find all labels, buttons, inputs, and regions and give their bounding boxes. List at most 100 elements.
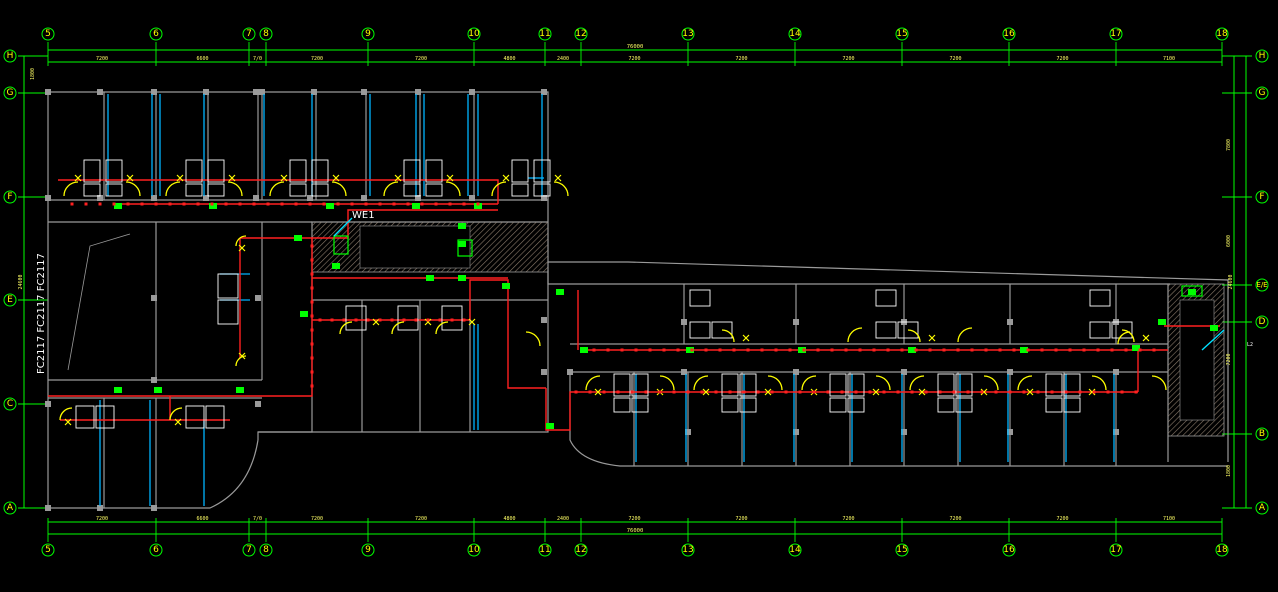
axis-label-bottom: 12 (575, 545, 586, 555)
column (45, 195, 51, 201)
light-fixture (928, 334, 936, 342)
room-unit-box (829, 373, 847, 397)
light-fixture (554, 174, 562, 182)
electrical-device (1210, 325, 1218, 331)
circuit-marker (914, 348, 918, 352)
column (259, 89, 265, 95)
door-swing (445, 181, 461, 197)
light-fixture (1142, 334, 1150, 342)
column (97, 505, 103, 511)
electrical-device (114, 387, 122, 393)
circuit-marker (672, 390, 676, 394)
room-unit-box (185, 405, 205, 429)
axis-label-bottom: 10 (468, 545, 480, 555)
dim-text-right: 7800 (1226, 139, 1232, 151)
dim-text-right: 6000 (1226, 235, 1232, 247)
axis-bubble-top (361, 27, 375, 41)
dim-text-top: 7200 (96, 56, 108, 62)
room-unit-box (689, 321, 711, 339)
room-unit-box (95, 405, 115, 429)
door-swing (1117, 331, 1131, 345)
axis-label-bottom: 9 (365, 545, 371, 555)
axis-bubble-bottom (574, 543, 588, 557)
room-unit-box (875, 289, 897, 307)
room-unit-box (217, 273, 239, 299)
electrical-device (1132, 345, 1140, 351)
axis-bubble-top (1215, 27, 1229, 41)
axis-bubble-right (1255, 501, 1269, 515)
room-unit-box (397, 305, 419, 331)
dim-text-top: 7200 (949, 56, 961, 62)
circuit-marker (182, 202, 186, 206)
light-fixture (280, 174, 288, 182)
circuit-marker (70, 202, 74, 206)
door-swing (269, 181, 285, 197)
axis-bubble-bottom (259, 543, 273, 557)
light-fixture (764, 388, 772, 396)
axis-label-bottom: 16 (1003, 545, 1015, 555)
room-unit-box (105, 183, 123, 197)
column (681, 369, 687, 375)
light-fixture (1026, 388, 1034, 396)
circuit-marker (728, 390, 732, 394)
circuit-marker (350, 202, 354, 206)
axis-bubble-bottom (467, 543, 481, 557)
circuit-marker (310, 258, 314, 262)
circuit-marker (574, 390, 578, 394)
axis-bubble-top (538, 27, 552, 41)
circuit-marker (392, 202, 396, 206)
axis-bubble-top (259, 27, 273, 41)
axis-bubble-top (242, 27, 256, 41)
circuit-marker (378, 202, 382, 206)
circuit-marker (802, 348, 806, 352)
circuit-marker (658, 390, 662, 394)
axis-label-top: 8 (263, 29, 269, 39)
axis-label-bottom: 5 (45, 545, 51, 555)
stair-shaft-hatch (311, 221, 1225, 437)
axis-bubble-left (3, 190, 17, 204)
dim-text-right: 1800 (1226, 465, 1232, 477)
room-unit-box (207, 159, 225, 183)
electrical-device (458, 275, 466, 281)
circuit-marker (336, 202, 340, 206)
axis-bubble-bottom (41, 543, 55, 557)
axis-bubble-right (1255, 190, 1269, 204)
circuit-marker (662, 348, 666, 352)
circuit-marker (644, 390, 648, 394)
column (311, 89, 317, 95)
door-swing (391, 321, 405, 335)
room-unit-box (721, 373, 739, 397)
dim-text-bottom: 7200 (415, 516, 427, 522)
circuit-marker (1152, 348, 1156, 352)
circuit-marker (882, 390, 886, 394)
circuit-marker (826, 390, 830, 394)
door-swing (59, 407, 73, 421)
column (469, 195, 475, 201)
room-unit-box (711, 321, 733, 339)
room-unit-box (631, 373, 649, 397)
dim-right-total: 24600 (1228, 274, 1234, 289)
room-unit-box (441, 305, 463, 331)
room-unit-box (739, 373, 757, 397)
column (151, 195, 157, 201)
circuit-marker (994, 390, 998, 394)
column (541, 89, 547, 95)
dim-text-bottom: 4800 (503, 516, 515, 522)
electrical-device (154, 387, 162, 393)
light-fixture (394, 174, 402, 182)
axis-bubble-right (1255, 278, 1269, 292)
room-unit-box (847, 397, 865, 413)
circuit-marker (592, 348, 596, 352)
column (255, 295, 261, 301)
circuit-marker (616, 390, 620, 394)
axis-grid: 5566778899101011111212131314141515161617… (3, 27, 1269, 557)
circuit-marker (784, 390, 788, 394)
electrical-device (300, 311, 308, 317)
circuit-marker (322, 202, 326, 206)
circuit-marker (168, 202, 172, 206)
door-swing (847, 327, 863, 343)
circuit-marker (872, 348, 876, 352)
electrical-device (294, 235, 302, 241)
room-unit-box (207, 183, 225, 197)
